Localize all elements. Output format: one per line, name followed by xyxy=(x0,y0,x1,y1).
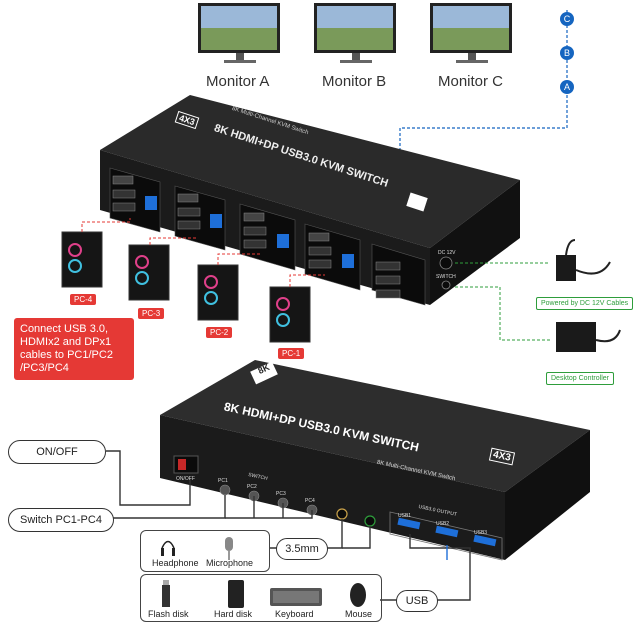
port-a-marker: A xyxy=(560,80,574,94)
monitor-b-label: Monitor B xyxy=(322,73,387,90)
headphone-label: Headphone xyxy=(152,558,199,568)
pc-tower-icon xyxy=(61,231,311,343)
mouse-label: Mouse xyxy=(345,609,373,619)
port-c-marker: C xyxy=(560,12,574,26)
pc4-button-label: PC4 xyxy=(305,498,315,504)
pc1-button-label: PC1 xyxy=(218,478,228,484)
monitor-c-icon xyxy=(430,3,512,63)
usb2-label: USB2 xyxy=(436,521,450,527)
usb3-label: USB3 xyxy=(474,530,488,536)
usb-devices-box xyxy=(140,574,382,622)
hard-disk-icon xyxy=(228,580,244,608)
power-label: Powered by DC 12V Cables xyxy=(536,297,634,310)
dc-port-label: DC 12V xyxy=(438,250,456,256)
hard-disk-label: Hard disk xyxy=(214,609,253,619)
pc-1-tag: PC-1 xyxy=(278,348,305,359)
pc-3-tag: PC-3 xyxy=(138,308,165,319)
connect-cables-note: Connect USB 3.0, HDMIx2 and DPx1 cables … xyxy=(14,318,134,380)
kvm-switch-rear-view xyxy=(100,95,520,306)
headphone-icon xyxy=(161,540,175,556)
monitor-a-label: Monitor A xyxy=(206,73,270,90)
on-off-callout: ON/OFF xyxy=(8,440,106,464)
front-on-off-label: ON/OFF xyxy=(176,476,195,482)
keyboard-label: Keyboard xyxy=(275,609,314,619)
controller-label: Desktop Controller xyxy=(546,372,614,385)
pc-2-tag: PC-2 xyxy=(206,327,233,338)
pc-4-tag: PC-4 xyxy=(70,294,97,305)
switch-pc-callout: Switch PC1-PC4 xyxy=(8,508,114,532)
monitor-c-label: Monitor C xyxy=(438,73,504,90)
audio-callout: 3.5mm xyxy=(276,538,328,560)
power-adapter-icon xyxy=(556,239,611,281)
microphone-icon xyxy=(225,537,233,560)
mouse-icon xyxy=(350,583,366,607)
usb-callout: USB xyxy=(396,590,438,612)
keyboard-icon xyxy=(270,588,322,606)
port-b-marker: B xyxy=(560,46,574,60)
flash-disk-icon xyxy=(162,580,170,607)
audio-devices-box xyxy=(140,530,270,572)
flash-disk-label: Flash disk xyxy=(148,609,189,619)
usb1-label: USB1 xyxy=(398,513,412,519)
microphone-label: Microphone xyxy=(206,558,254,568)
pc3-button-label: PC3 xyxy=(276,491,286,497)
monitor-b-icon xyxy=(314,3,396,63)
desktop-controller-icon xyxy=(556,322,621,352)
pc2-button-label: PC2 xyxy=(247,484,257,490)
switch-port-label: SWITCH xyxy=(436,274,456,280)
monitor-a-icon xyxy=(198,3,280,63)
